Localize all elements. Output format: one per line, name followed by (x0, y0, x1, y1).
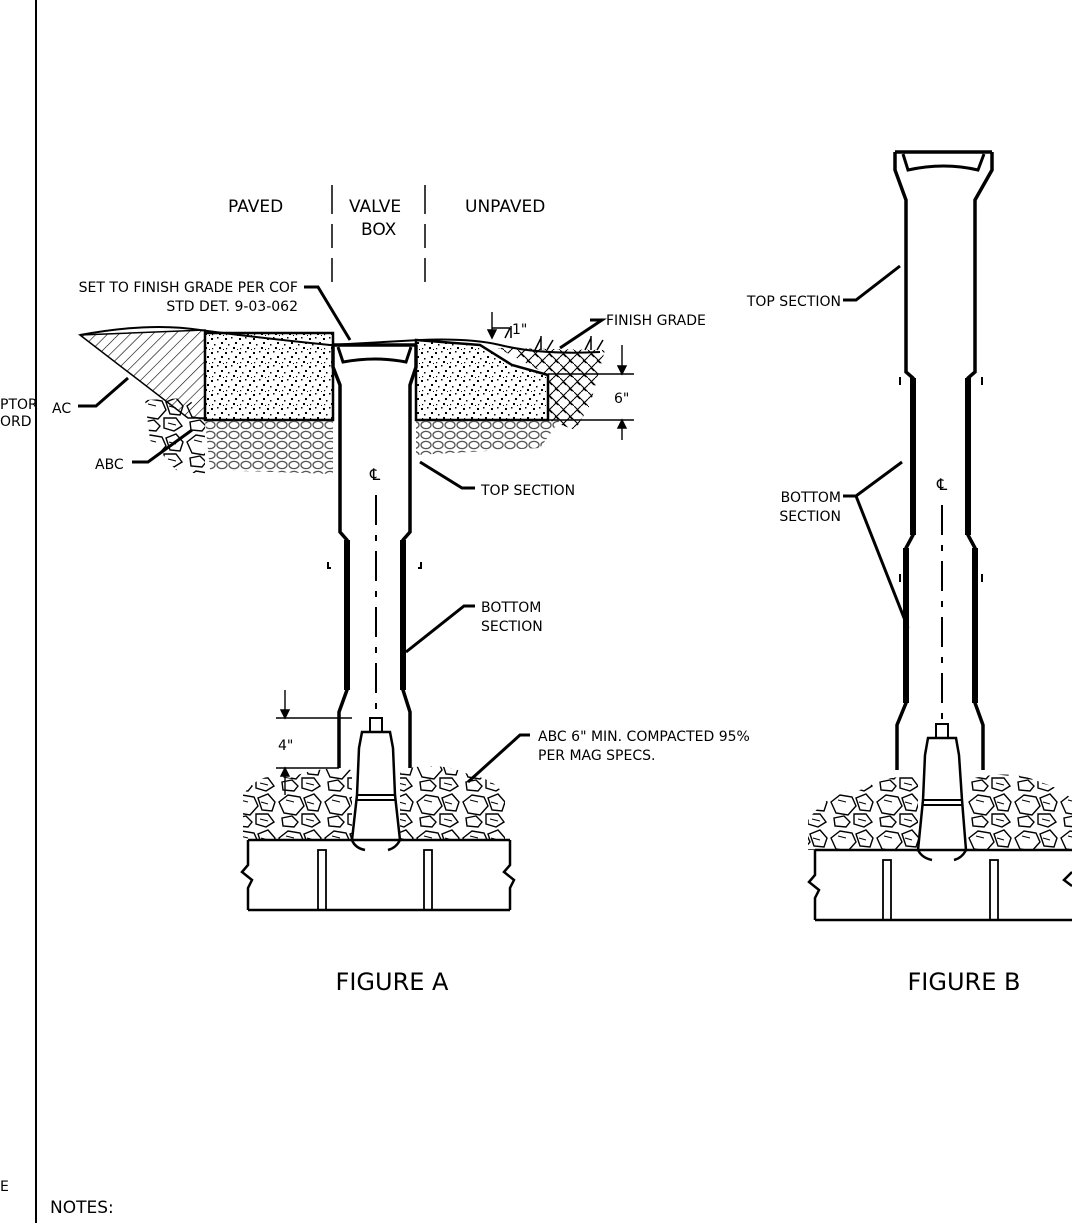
set-grade-label-2: STD DET. 9-03-062 (166, 299, 298, 315)
margin-text-1: PTOR (0, 397, 38, 413)
notes-heading: NOTES: (50, 1198, 114, 1218)
figure-a-title: FIGURE A (336, 968, 450, 996)
water-main-b (807, 848, 1072, 922)
bottom-section-label-a-1: BOTTOM (481, 600, 541, 616)
top-section-label-b: TOP SECTION (746, 294, 841, 310)
paved-label: PAVED (228, 197, 283, 217)
abc-note-label-2: PER MAG SPECS. (538, 748, 655, 764)
dim-6-inch-text: 6" (614, 391, 629, 407)
bedding-rock-right-b (966, 774, 1072, 850)
top-section-label-a: TOP SECTION (480, 483, 575, 499)
figure-a: PAVED VALVE BOX UNPAVED (52, 185, 750, 996)
unpaved-label: UNPAVED (465, 197, 545, 217)
leaders-b (843, 264, 910, 629)
bedding-rock-right-a (400, 766, 505, 840)
concrete-collar-left (203, 331, 335, 422)
operating-nut-b (935, 723, 949, 739)
lap-flanges-b (899, 377, 983, 582)
water-main-a (240, 838, 516, 912)
dimension-1-inch (486, 312, 510, 340)
dimension-6-inch (548, 345, 634, 440)
lid-a (336, 346, 413, 364)
figure-b: ℄ TOP SECTION BOTTOM SECTION FIGURE B (746, 150, 1072, 996)
valve-box-b (893, 150, 994, 770)
column-dividers (331, 185, 426, 282)
abc-note-label-1: ABC 6" MIN. COMPACTED 95% (538, 729, 750, 745)
gravel-layer-right (416, 420, 560, 455)
valve-box-label-1: VALVE (349, 197, 401, 217)
figure-b-title: FIGURE B (908, 968, 1021, 996)
operating-nut-a (369, 717, 383, 733)
ac-label: AC (52, 401, 71, 417)
dim-1-inch-text: 1" (512, 322, 527, 338)
abc-rock-left (145, 398, 205, 475)
finish-grade-label: FINISH GRADE (606, 313, 706, 329)
valve-box-a (331, 343, 418, 768)
bottom-section-label-b-1: BOTTOM (781, 490, 841, 506)
unpaved-soil (498, 348, 605, 430)
valve-band-a (357, 794, 395, 801)
valve-band-b (923, 799, 962, 806)
bottom-section-label-a-2: SECTION (481, 619, 543, 635)
lid-b (901, 153, 986, 172)
abc-label: ABC (95, 457, 124, 473)
margin-text-2: ORD (0, 414, 32, 430)
margin-text-3: E (0, 1179, 9, 1195)
lap-flange-a (327, 562, 422, 569)
bedding-rock-left-b (808, 776, 918, 850)
bottom-section-label-b-2: SECTION (779, 509, 841, 525)
gravel-layer-left (205, 420, 333, 474)
leaders-a (78, 285, 607, 784)
bedding-rock-left-a (243, 768, 352, 840)
centerline-symbol-b: ℄ (936, 475, 948, 494)
gate-valve-a (350, 730, 402, 842)
gate-valve-b (916, 736, 968, 852)
set-grade-label-1: SET TO FINISH GRADE PER COF (79, 280, 298, 296)
valve-box-label-2: BOX (361, 220, 397, 240)
finish-grade-line (79, 325, 601, 354)
grass-tufts (504, 326, 604, 351)
dim-4-inch-text: 4" (278, 738, 293, 754)
centerline-symbol-a: ℄ (369, 465, 381, 484)
dimension-4-inch (276, 690, 352, 795)
